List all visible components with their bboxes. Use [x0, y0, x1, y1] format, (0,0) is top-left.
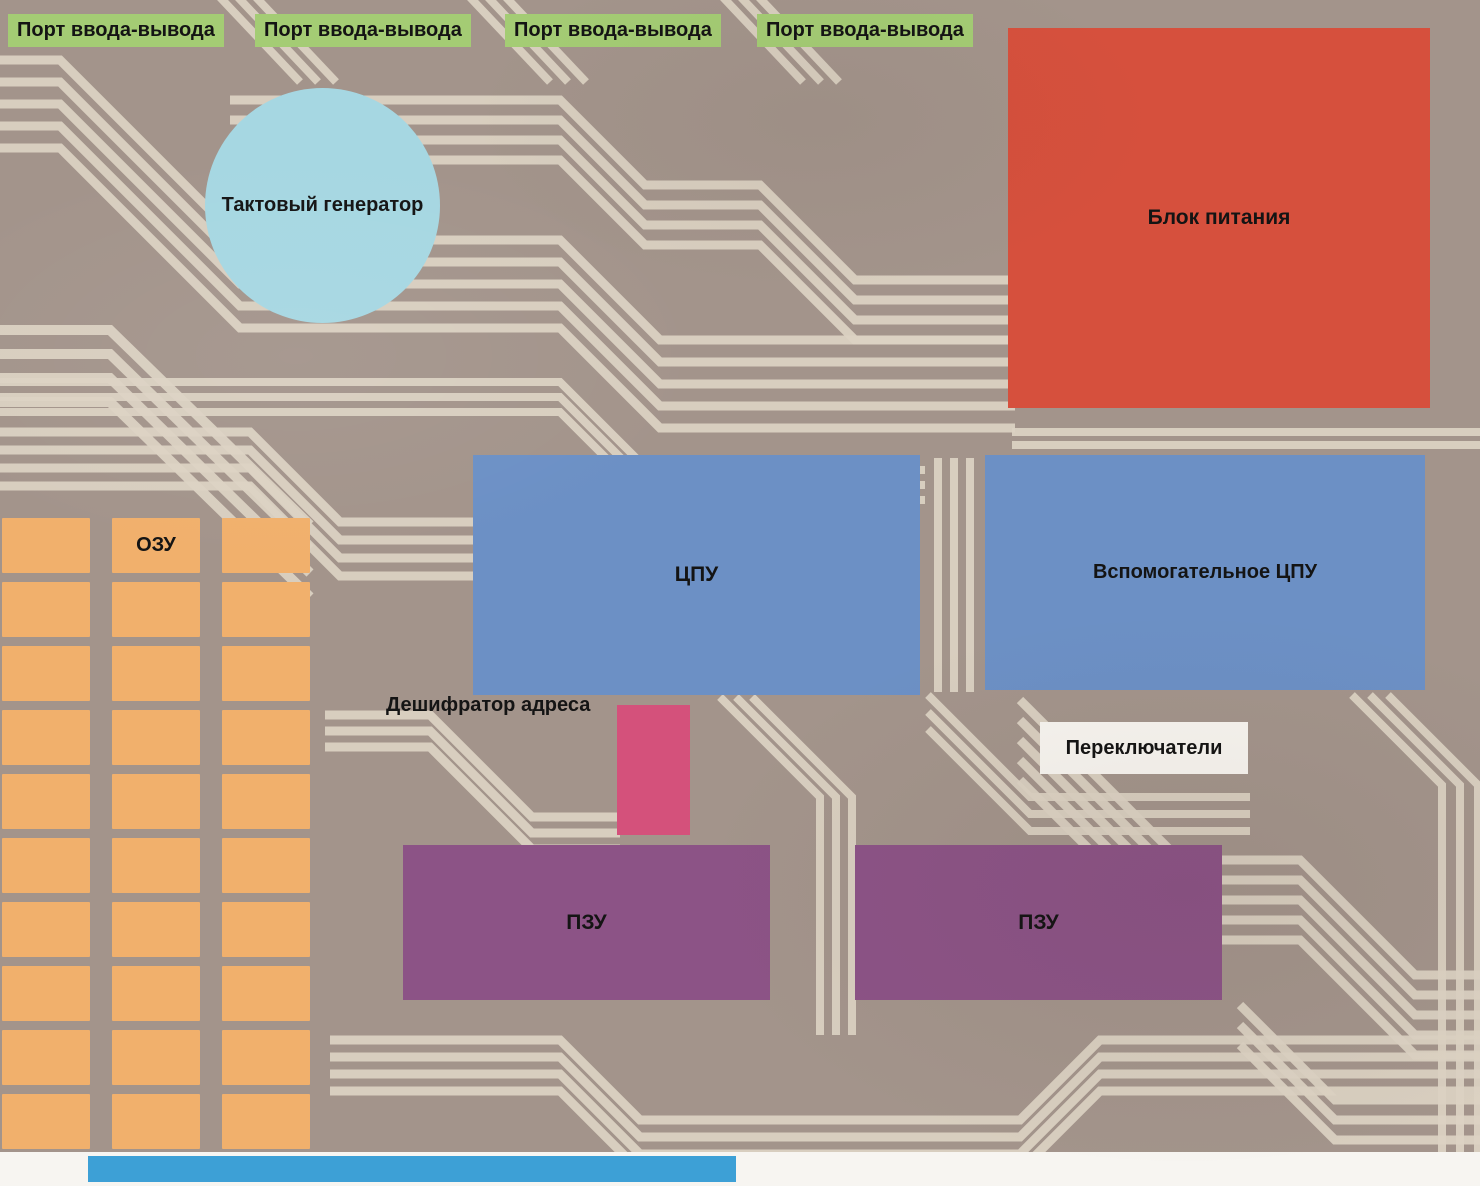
circuit-trace — [925, 726, 1250, 835]
circuit-trace — [230, 115, 1015, 305]
io-port-label-2: Порт ввода-вывода — [255, 14, 471, 47]
io-port-label-4: Порт ввода-вывода — [757, 14, 973, 47]
circuit-trace — [925, 692, 1250, 801]
circuit-trace — [325, 726, 620, 838]
circuit-trace — [325, 710, 620, 822]
ram-chip — [2, 582, 90, 637]
ram-chip — [112, 774, 200, 829]
circuit-trace — [0, 121, 1015, 411]
ram-chip — [222, 966, 310, 1021]
circuit-trace — [230, 155, 1015, 345]
ram-chip — [222, 582, 310, 637]
ram-chip — [112, 518, 200, 573]
io-port-label-1: Порт ввода-вывода — [8, 14, 224, 47]
cpu-chip: ЦПУ — [473, 455, 920, 695]
ram-chip — [112, 1030, 200, 1085]
ram-chip — [2, 838, 90, 893]
circuit-trace — [717, 694, 824, 1035]
ram-chip — [222, 518, 310, 573]
ram-chip — [2, 1094, 90, 1149]
address-decoder-chip — [617, 705, 690, 835]
circuit-trace — [1385, 692, 1480, 1186]
ram-chip — [2, 774, 90, 829]
circuit-trace — [230, 95, 1015, 285]
ram-chip — [2, 1030, 90, 1085]
rom-chip-left: ПЗУ — [403, 845, 770, 1000]
ram-chip — [112, 966, 200, 1021]
ram-chip — [222, 838, 310, 893]
ram-chip — [222, 646, 310, 701]
ram-chip — [2, 966, 90, 1021]
ram-chip — [112, 646, 200, 701]
circuit-trace — [925, 709, 1250, 818]
clock-generator: Тактовый генератор — [205, 88, 440, 323]
circuit-trace — [0, 325, 314, 529]
ram-chip — [222, 902, 310, 957]
auxiliary-cpu-chip: Вспомогательное ЦПУ — [985, 455, 1425, 690]
ram-chip — [222, 774, 310, 829]
circuit-trace — [230, 135, 1015, 325]
ram-chip — [2, 902, 90, 957]
circuit-trace — [749, 694, 856, 1035]
io-port-label-3: Порт ввода-вывода — [505, 14, 721, 47]
photo-blue-strip — [88, 1156, 736, 1182]
circuit-trace — [0, 463, 480, 563]
circuit-trace — [0, 427, 480, 527]
circuit-trace — [330, 1035, 1480, 1125]
power-supply: Блок питания — [1008, 28, 1430, 408]
switches-label: Переключатели — [1040, 722, 1248, 774]
ram-label: ОЗУ — [136, 534, 176, 556]
ram-chip — [112, 1094, 200, 1149]
ram-chip — [112, 838, 200, 893]
ram-chip — [2, 710, 90, 765]
circuit-trace — [0, 143, 1015, 433]
ram-chip — [222, 1030, 310, 1085]
ram-chip-grid — [2, 518, 310, 1149]
circuit-trace — [733, 694, 840, 1035]
ram-chip — [112, 902, 200, 957]
circuit-trace — [330, 1052, 1480, 1142]
ram-chip — [222, 1094, 310, 1149]
ram-chip — [112, 710, 200, 765]
circuit-trace — [0, 445, 480, 545]
ram-chip — [112, 582, 200, 637]
ram-chip — [2, 646, 90, 701]
ram-chip — [222, 710, 310, 765]
rom-chip-right: ПЗУ — [855, 845, 1222, 1000]
ram-chip — [2, 518, 90, 573]
address-decoder-label: Дешифратор адреса — [386, 694, 591, 716]
